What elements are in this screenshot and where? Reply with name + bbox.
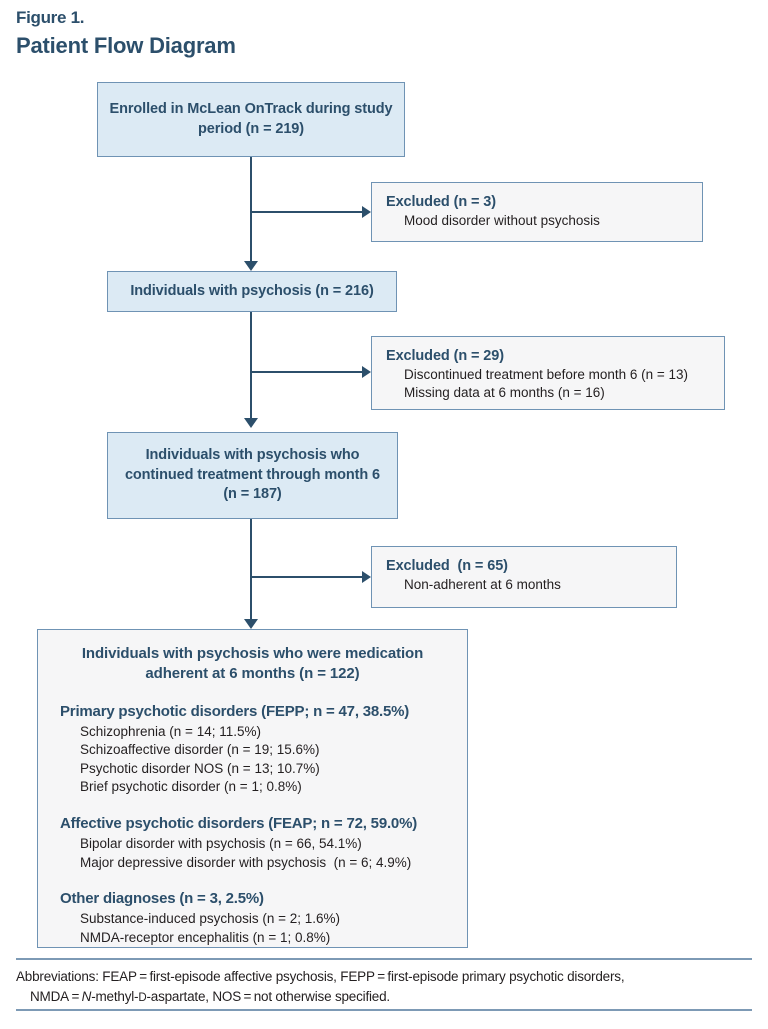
diagnosis-item: Psychotic disorder NOS (n = 13; 10.7%) <box>80 760 320 776</box>
connector-horizontal-1 <box>250 211 362 213</box>
diagnosis-item: Schizoaffective disorder (n = 19; 15.6%) <box>80 742 320 758</box>
exclusion-box-3: Excluded (n = 65) Non-adherent at 6 mont… <box>371 546 677 608</box>
arrow-down-3 <box>244 619 258 629</box>
exclusion-3-reason: Non-adherent at 6 months <box>404 577 561 592</box>
figure-label: Figure 1. <box>16 8 85 27</box>
flow-node-with-psychosis-label: Individuals with psychosis (n = 216) <box>130 282 374 299</box>
footnote-line-2-smallcap: D <box>138 992 147 1005</box>
footnote-line-1: Abbreviations: FEAP = first-episode affe… <box>16 969 625 984</box>
footnote-line-2-prefix: NMDA = <box>30 989 82 1005</box>
arrow-right-1 <box>362 206 371 218</box>
diagnosis-group-other: Other diagnoses (n = 3, 2.5%) Substance-… <box>38 890 467 947</box>
flow-node-enrolled-label: Enrolled in McLean OnTrack during study … <box>109 100 393 137</box>
footnote-line-2-end: -aspartate, NOS = not otherwise specifie… <box>146 989 390 1005</box>
exclusion-3-heading: Excluded (n = 65) <box>386 558 508 574</box>
exclusion-1-reason: Mood disorder without psychosis <box>404 213 600 228</box>
diagnosis-group-other-heading: Other diagnoses (n = 3, 2.5%) <box>60 890 264 908</box>
exclusion-2-reason-2: Missing data at 6 months (n = 16) <box>404 385 605 401</box>
arrow-right-2 <box>362 366 371 378</box>
diagnosis-item: Major depressive disorder with psychosis… <box>80 854 412 870</box>
exclusion-1-heading: Excluded (n = 3) <box>386 194 496 210</box>
connector-vertical-2 <box>250 312 252 418</box>
exclusion-2-reason-1: Discontinued treatment before month 6 (n… <box>404 367 689 382</box>
exclusion-box-1: Excluded (n = 3) Mood disorder without p… <box>371 182 703 242</box>
arrow-down-2 <box>244 418 258 428</box>
flow-node-continued-treatment: Individuals with psychosis who continued… <box>107 432 398 519</box>
flow-node-with-psychosis: Individuals with psychosis (n = 216) <box>107 271 397 312</box>
footnote-abbreviations: Abbreviations: FEAP = first-episode affe… <box>16 967 756 1008</box>
flow-node-continued-treatment-label: Individuals with psychosis who continued… <box>124 447 381 503</box>
diagnosis-group-primary: Primary psychotic disorders (FEPP; n = 4… <box>38 703 467 798</box>
connector-horizontal-3 <box>250 576 362 578</box>
arrow-down-1 <box>244 261 258 271</box>
diagnosis-group-affective: Affective psychotic disorders (FEAP; n =… <box>38 815 467 872</box>
connector-vertical-3 <box>250 519 252 619</box>
final-diagnoses-title: Individuals with psychosis who were medi… <box>81 645 424 683</box>
connector-vertical-1 <box>250 157 252 261</box>
arrow-right-3 <box>362 571 371 583</box>
page-title: Patient Flow Diagram <box>16 33 236 58</box>
final-diagnoses-box: Individuals with psychosis who were medi… <box>37 629 468 948</box>
connector-horizontal-2 <box>250 371 362 373</box>
diagnosis-item: Schizophrenia (n = 14; 11.5%) <box>80 723 261 739</box>
diagnosis-item: NMDA-receptor encephalitis (n = 1; 0.8%) <box>80 929 331 945</box>
exclusion-box-2: Excluded (n = 29) Discontinued treatment… <box>371 336 725 410</box>
footnote-rule-bottom <box>16 1009 752 1011</box>
diagnosis-item: Bipolar disorder with psychosis (n = 66,… <box>80 836 362 851</box>
footnote-line-2-italic: N <box>81 989 92 1005</box>
footnote-line-2: NMDA = N-methyl-D-aspartate, NOS = not o… <box>16 987 756 1007</box>
diagnosis-item: Substance-induced psychosis (n = 2; 1.6%… <box>80 911 341 927</box>
diagnosis-group-primary-heading: Primary psychotic disorders (FEPP; n = 4… <box>60 702 410 720</box>
footnote-rule-top <box>16 958 752 960</box>
flow-node-enrolled: Enrolled in McLean OnTrack during study … <box>97 82 405 157</box>
exclusion-2-heading: Excluded (n = 29) <box>386 348 504 364</box>
diagnosis-item: Brief psychotic disorder (n = 1; 0.8%) <box>80 779 302 795</box>
diagnosis-group-affective-heading: Affective psychotic disorders (FEAP; n =… <box>60 815 417 832</box>
footnote-line-2-suffix: -methyl- <box>91 989 139 1005</box>
